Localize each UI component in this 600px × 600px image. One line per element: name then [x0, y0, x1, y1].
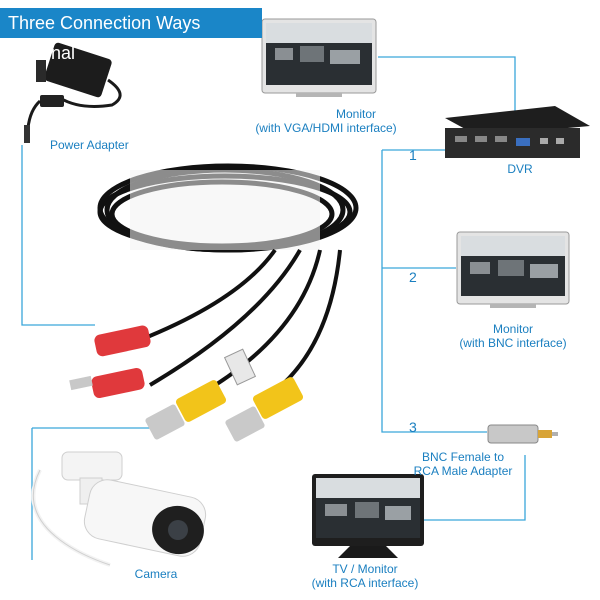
dvr-image: [445, 106, 590, 158]
connection-number-1: 1: [409, 147, 417, 163]
line-monitor-vga: [378, 56, 516, 115]
tv-label-line2: (with RCA interface): [311, 576, 419, 590]
monitor-vga-label-line2: (with VGA/HDMI interface): [255, 121, 397, 135]
monitor-vga-label-line1: Monitor: [335, 107, 376, 121]
monitor-bnc-label-line2: (with BNC interface): [459, 336, 567, 350]
bnc-connectors: [145, 377, 304, 442]
line-bus: [381, 150, 487, 433]
monitor-bnc-image: [456, 231, 570, 308]
tv-monitor-image: [312, 474, 424, 558]
power-adapter-image: [24, 42, 122, 143]
dvr-label: DVR: [507, 162, 533, 176]
connection-number-2: 2: [409, 269, 417, 285]
red-power-connectors: [69, 325, 151, 399]
cable-wrap: [130, 170, 320, 250]
bnc-rca-adapter-image: [487, 424, 558, 444]
camera-image: [31, 451, 207, 567]
line-adapter-tv: [422, 455, 526, 521]
camera-label: Camera: [134, 567, 178, 581]
power-adapter-label: Power Adapter: [50, 138, 129, 152]
adapter-label-line1: BNC Female to: [421, 450, 505, 464]
tv-label-line1: TV / Monitor: [332, 562, 398, 576]
connector-lines: [21, 56, 526, 560]
adapter-label-line2: RCA Male Adapter: [413, 464, 513, 478]
monitor-vga-image: [261, 18, 377, 97]
connection-number-3: 3: [409, 419, 417, 435]
cable-tag: [223, 348, 257, 386]
monitor-bnc-label-line1: Monitor: [492, 322, 533, 336]
line-power: [21, 145, 95, 326]
banner-title: Three Connection Ways Optional: [0, 8, 262, 63]
